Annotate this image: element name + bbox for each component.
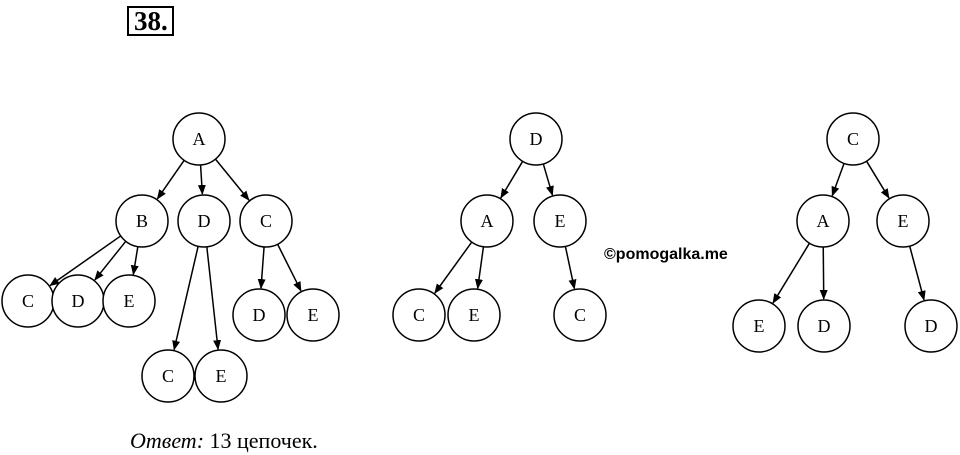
node-label: E <box>469 305 480 325</box>
tree-1-edge-a-d <box>197 164 206 196</box>
tree-2-node-e: E <box>533 194 587 248</box>
tree-3-node-e: E <box>876 194 930 248</box>
tree-3-node-c: C <box>826 112 880 166</box>
node-circle <box>876 194 930 248</box>
problem-number: 38. <box>127 6 174 36</box>
tree-1-edge-c-ce <box>276 243 302 292</box>
node-label: E <box>124 291 135 311</box>
node-circle <box>553 288 607 342</box>
node-label: E <box>308 305 319 325</box>
node-label: D <box>925 316 938 336</box>
node-label: D <box>72 291 85 311</box>
tree-2-edge-a-ae <box>474 246 485 290</box>
node-label: C <box>260 211 272 231</box>
tree-2-edge-d-a <box>500 160 524 199</box>
tree-2-edge-e-ec <box>564 246 577 290</box>
node-circle <box>904 299 958 353</box>
tree-2-node-ec: C <box>553 288 607 342</box>
node-label: E <box>754 316 765 336</box>
tree-1-edge-d-dc <box>172 246 199 351</box>
answer: Ответ: 13 цепочек. <box>130 428 318 454</box>
node-circle <box>533 194 587 248</box>
tree-1-node-bc: C <box>1 274 55 328</box>
tree-2-node-ac: C <box>392 288 446 342</box>
tree-2-edge-d-e <box>542 163 554 197</box>
answer-text: 13 цепочек. <box>209 428 318 453</box>
node-label: D <box>198 211 211 231</box>
node-circle <box>460 194 514 248</box>
node-label: D <box>818 316 831 336</box>
tree-1-node-d: D <box>177 194 231 248</box>
node-circle <box>239 194 293 248</box>
node-label: E <box>216 366 227 386</box>
tree-1-node-be: E <box>102 274 156 328</box>
node-label: C <box>162 366 174 386</box>
node-circle <box>509 112 563 166</box>
tree-3-edge-c-a <box>831 163 845 197</box>
tree-1-node-dc: C <box>141 349 195 403</box>
node-label: E <box>898 211 909 231</box>
tree-2-node-ae: E <box>447 288 501 342</box>
node-circle <box>796 194 850 248</box>
tree-1-node-b: B <box>115 194 169 248</box>
node-circle <box>826 112 880 166</box>
tree-3-node-ed: D <box>904 299 958 353</box>
tree-3-node-a: A <box>796 194 850 248</box>
node-circle <box>392 288 446 342</box>
node-circle <box>447 288 501 342</box>
tree-1-edge-b-bd <box>94 240 127 281</box>
node-circle <box>172 112 226 166</box>
node-label: D <box>530 129 543 149</box>
node-label: E <box>555 211 566 231</box>
tree-1-node-c: C <box>239 194 293 248</box>
tree-3-node-ae: E <box>732 299 786 353</box>
node-label: A <box>817 211 830 231</box>
node-circle <box>102 274 156 328</box>
node-circle <box>115 194 169 248</box>
tree-2-node-d: D <box>509 112 563 166</box>
tree-1-edge-c-cd <box>257 246 266 290</box>
tree-1-node-cd: D <box>232 288 286 342</box>
tree-2-edge-a-ac <box>434 241 473 294</box>
tree-1-edge-a-b <box>156 159 185 200</box>
node-label: C <box>22 291 34 311</box>
node-label: C <box>847 129 859 149</box>
tree-1-edge-a-c <box>214 158 250 201</box>
node-label: A <box>481 211 494 231</box>
tree-1-node-bd: D <box>51 274 105 328</box>
tree-3-edge-a-ae <box>772 242 811 304</box>
node-label: C <box>413 305 425 325</box>
answer-label: Ответ: <box>130 428 205 453</box>
watermark: ©pomogalka.me <box>604 246 728 263</box>
node-circle <box>177 194 231 248</box>
tree-2-node-a: A <box>460 194 514 248</box>
node-label: C <box>574 305 586 325</box>
tree-1-node-ce: E <box>286 288 340 342</box>
tree-1-edge-d-de <box>206 246 222 351</box>
tree-1-node-de: E <box>194 349 248 403</box>
tree-3-edge-c-e <box>865 160 890 199</box>
tree-1-node-a: A <box>172 112 226 166</box>
tree-1-edge-b-bc <box>49 235 122 287</box>
node-circle <box>141 349 195 403</box>
node-circle <box>194 349 248 403</box>
tree-1-edge-b-be <box>130 246 139 276</box>
node-circle <box>286 288 340 342</box>
tree-3-edge-e-ed <box>908 245 926 301</box>
node-label: D <box>253 305 266 325</box>
node-label: B <box>136 211 148 231</box>
node-circle <box>232 288 286 342</box>
node-label: A <box>193 129 206 149</box>
node-circle <box>797 299 851 353</box>
tree-3-node-ad: D <box>797 299 851 353</box>
node-circle <box>732 299 786 353</box>
